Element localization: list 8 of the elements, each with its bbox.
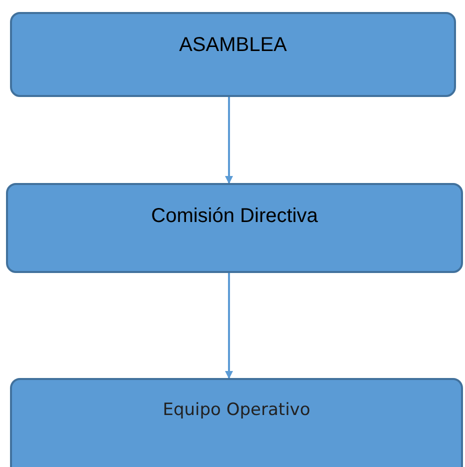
process-box: [6, 183, 463, 273]
box-label: Comisión Directiva: [151, 205, 318, 228]
box-label: Equipo Operativo: [162, 400, 310, 420]
arrow: [225, 273, 233, 379]
box-label: ASAMBLEA: [179, 34, 287, 57]
process-box: [10, 378, 463, 467]
process-box: [10, 12, 456, 97]
arrow: [225, 97, 233, 184]
